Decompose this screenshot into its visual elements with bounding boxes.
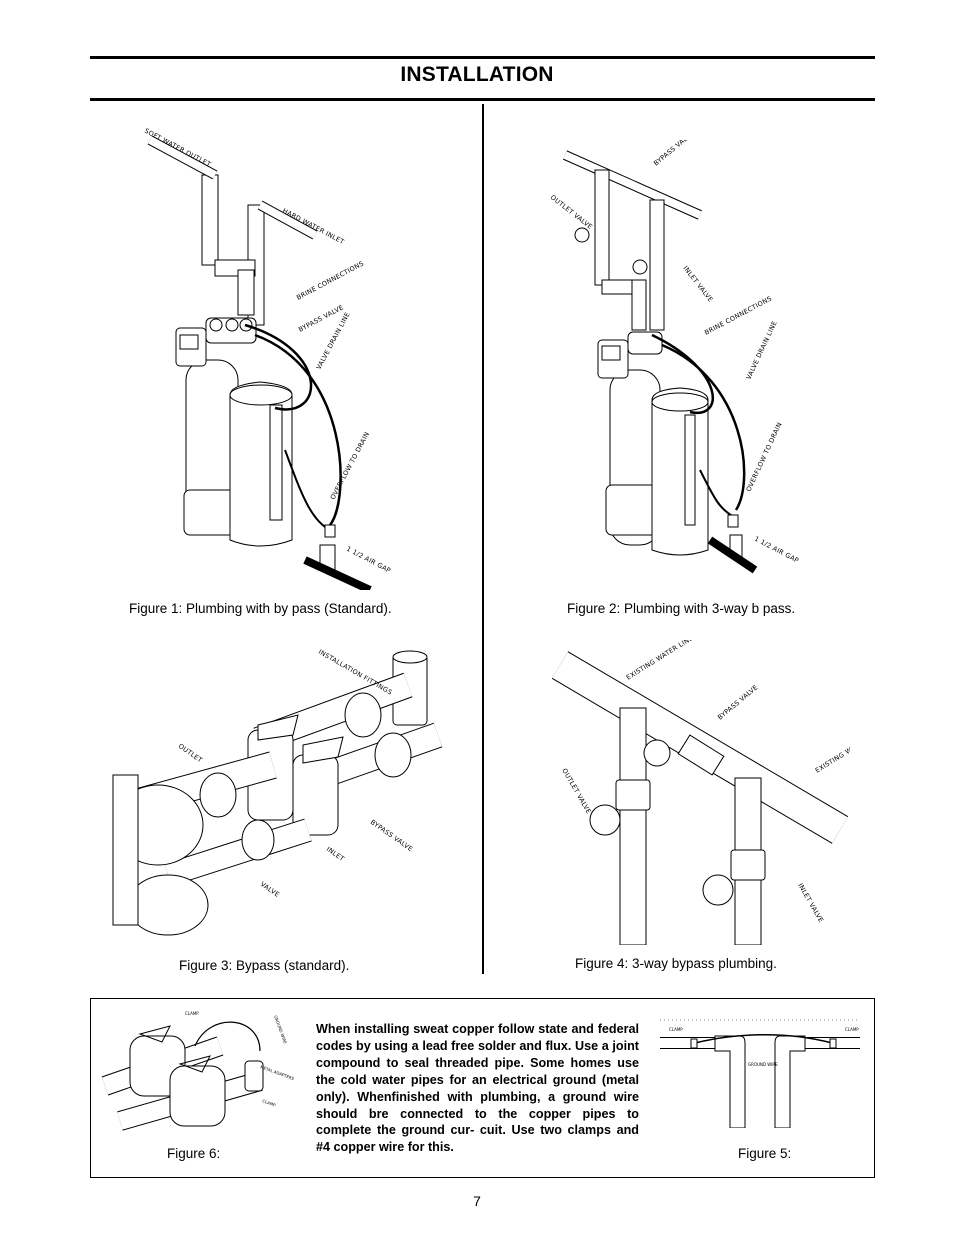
figure-3-caption: Figure 3: Bypass (standard). [179, 958, 350, 973]
page-title: INSTALLATION [400, 63, 554, 86]
fig2-inlet-valve-label: INLET VALVE [681, 264, 714, 303]
fig3-valve-label: VALVE [259, 880, 281, 899]
fig4-inlet-valve-label: INLET VALVE [796, 882, 825, 924]
fig3-inlet-label: INLET [325, 845, 346, 863]
figure-6-caption: Figure 6: [167, 1146, 221, 1161]
sweat-copper-note: When installing sweat copper follow stat… [316, 1022, 639, 1155]
fig6-metal-adapters-label: METAL ADAPTERS [260, 1064, 296, 1081]
fig5-clamp-left-label: CLAMP [669, 1027, 683, 1032]
fig4-bypass-valve-label: BYPASS VALVE [716, 683, 759, 721]
column-divider [482, 104, 484, 974]
fig6-ground-wire-label: GROUND WIRE [273, 1015, 288, 1045]
figure-6-illustration: CLAMP GROUND WIRE METAL ADAPTERS CLAMP [101, 1011, 296, 1131]
figure-4-illustration: EXISTING WATER LINE BYPASS VALVE EXISTIN… [551, 640, 850, 945]
figure-1-caption: Figure 1: Plumbing with by pass (Standar… [129, 601, 392, 616]
existing-water-line-right-label: EXISTING WATER LINE [814, 727, 850, 775]
fig4-outlet-valve-label: OUTLET VALVE [560, 767, 593, 815]
fig2-air-gap-label: 1 1/2 AIR GAP [753, 535, 800, 565]
fig5-ground-wire-label: GROUND WIRE [748, 1062, 778, 1067]
fig2-overflow-to-drain-label: OVERFLOW TO DRAIN [745, 421, 784, 493]
figure-2-caption: Figure 2: Plumbing with 3-way b pass. [567, 601, 796, 616]
fig2-outlet-valve-label: OUTLET VALVE [549, 193, 594, 231]
figure-1-illustration: SOFT WATER OUTLET HARD WATER INLET BRINE… [143, 127, 392, 590]
fig5-clamp-right-label: CLAMP [845, 1027, 859, 1032]
fig3-outlet-label: OUTLET [177, 742, 204, 764]
brine-connections-label: BRINE CONNECTIONS [295, 259, 365, 301]
figure-5-caption: Figure 5: [738, 1146, 792, 1161]
fig2-bypass-valve-label: BYPASS VALVE [652, 140, 695, 168]
figure-5-illustration: CLAMP CLAMP GROUND WIRE [660, 1019, 860, 1128]
air-gap-label: 1 1/2 AIR GAP [345, 545, 392, 575]
page-number: 7 [473, 1193, 481, 1209]
fig2-brine-connections-label: BRINE CONNECTIONS [703, 294, 773, 336]
fig6-clamp-label: CLAMP [185, 1011, 199, 1016]
fig6-clamp2-label: CLAMP [262, 1098, 277, 1108]
figure-3-illustration: INSTALLATION FITTINGS OUTLET BYPASS VALV… [112, 648, 443, 936]
fig2-valve-drain-line-label: VALVE DRAIN LINE [745, 320, 779, 381]
installation-fittings-label: INSTALLATION FITTINGS [317, 648, 394, 697]
soft-water-outlet-label: SOFT WATER OUTLET [143, 127, 212, 169]
figure-4-caption: Figure 4: 3-way bypass plumbing. [575, 956, 777, 971]
header-bottom-rule [90, 98, 875, 101]
fig3-bypass-valve-label: BYPASS VALVE [369, 818, 414, 853]
notes-box [90, 998, 875, 1178]
existing-water-line-top-label: EXISTING WATER LINE [625, 640, 695, 682]
overflow-to-drain-label: OVERFLOW TO DRAIN [329, 430, 372, 500]
header-top-rule [90, 56, 875, 59]
figure-2-illustration: BYPASS VALVE OUTLET VALVE INLET VALVE BR… [549, 140, 800, 574]
